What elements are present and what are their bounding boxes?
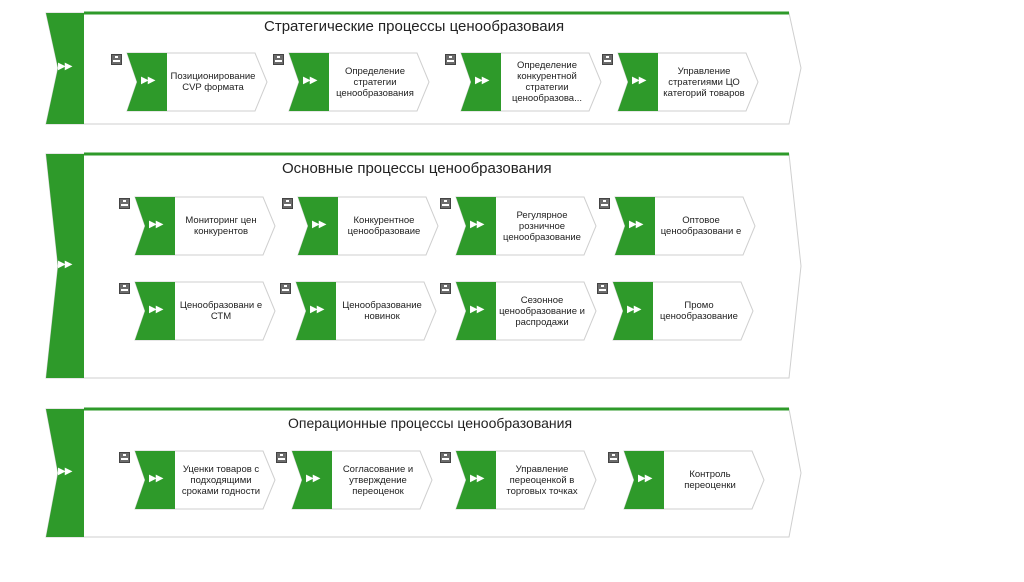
process-label: Оптовое ценообразовани е	[660, 215, 742, 237]
hierarchy-icon[interactable]	[602, 54, 613, 65]
hierarchy-icon[interactable]	[445, 54, 456, 65]
hierarchy-icon[interactable]	[440, 283, 451, 294]
process-repricing-control[interactable]: ▶▶ Контроль переоценки	[623, 450, 765, 510]
process-label: Мониторинг цен конкурентов	[185, 215, 257, 237]
process-label: Управление стратегиями ЦО категорий това…	[663, 65, 745, 99]
process-seasonal-pricing[interactable]: ▶▶ Сезонное ценообразование и распродажи	[455, 281, 597, 341]
process-promo-pricing[interactable]: ▶▶ Промо ценообразование	[612, 281, 754, 341]
process-new-items-pricing[interactable]: ▶▶ Ценообразование новинок	[295, 281, 437, 341]
process-label: Конкурентное ценообразоваие	[347, 215, 421, 237]
double-chevron-icon: ▶▶	[312, 219, 326, 230]
hierarchy-icon[interactable]	[119, 283, 130, 294]
double-chevron-icon: ▶▶	[638, 473, 652, 484]
process-label: Промо ценообразование	[660, 300, 738, 322]
group-title: Операционные процессы ценообразования	[288, 415, 573, 431]
process-label: Регулярное розничное ценообразование	[503, 209, 581, 243]
process-pricing-strategy[interactable]: ▶▶ Определение стратегии ценообразования	[288, 52, 430, 112]
process-label: Позиционирование CVP формата	[170, 71, 256, 93]
double-chevron-icon: ▶▶	[149, 473, 163, 484]
double-chevron-icon: ▶▶	[475, 75, 489, 86]
process-wholesale-pricing[interactable]: ▶▶ Оптовое ценообразовани е	[614, 196, 756, 256]
hierarchy-icon[interactable]	[276, 452, 287, 463]
double-chevron-icon: ▶▶	[632, 75, 646, 86]
process-label: Ценообразовани е СТМ	[179, 300, 263, 322]
hierarchy-icon[interactable]	[111, 54, 122, 65]
double-chevron-icon: ▶▶	[470, 473, 484, 484]
hierarchy-icon[interactable]	[119, 452, 130, 463]
process-label: Контроль переоценки	[684, 469, 736, 491]
hierarchy-icon[interactable]	[599, 198, 610, 209]
double-chevron-icon: ▶▶	[149, 304, 163, 315]
double-chevron-icon: ▶▶	[629, 219, 643, 230]
process-label: Управление переоценкой в торговых точках	[506, 463, 578, 497]
double-chevron-icon: ▶▶	[306, 473, 320, 484]
group-frame	[45, 152, 802, 379]
double-chevron-icon: ▶▶	[141, 75, 155, 86]
process-label: Сезонное ценообразование и распродажи	[499, 294, 585, 328]
double-chevron-icon: ▶▶	[149, 219, 163, 230]
group-main[interactable]: ▶▶ Основные процессы ценообразования ▶▶ …	[44, 152, 804, 380]
process-private-label-pricing[interactable]: ▶▶ Ценообразовани е СТМ	[134, 281, 276, 341]
hierarchy-icon[interactable]	[440, 198, 451, 209]
double-chevron-icon: ▶▶	[470, 219, 484, 230]
group-operational[interactable]: ▶▶ Операционные процессы ценообразования…	[44, 407, 804, 539]
group-title: Стратегические процессы ценообразоваия	[264, 18, 565, 35]
double-chevron-icon: ▶▶	[58, 61, 72, 72]
process-competitive-pricing[interactable]: ▶▶ Конкурентное ценообразоваие	[297, 196, 439, 256]
process-regular-retail-pricing[interactable]: ▶▶ Регулярное розничное ценообразование	[455, 196, 597, 256]
double-chevron-icon: ▶▶	[58, 259, 72, 270]
hierarchy-icon[interactable]	[280, 283, 291, 294]
double-chevron-icon: ▶▶	[58, 466, 72, 477]
group-title: Основные процессы ценообразования	[282, 160, 552, 177]
process-label: Согласование и утверждение переоценок	[342, 463, 414, 497]
process-label: Определение конкурентной стратегии ценоо…	[511, 60, 582, 104]
group-strategic[interactable]: ▶▶ Стратегические процессы ценообразоваи…	[44, 11, 804, 126]
double-chevron-icon: ▶▶	[470, 304, 484, 315]
process-competitive-strategy[interactable]: ▶▶ Определение конкурентной стратегии це…	[460, 52, 602, 112]
process-label: Определение стратегии ценообразования	[336, 65, 414, 99]
hierarchy-icon[interactable]	[597, 283, 608, 294]
hierarchy-icon[interactable]	[440, 452, 451, 463]
hierarchy-icon[interactable]	[608, 452, 619, 463]
process-label: Ценообразование новинок	[342, 300, 422, 322]
double-chevron-icon: ▶▶	[310, 304, 324, 315]
process-label: Уценки товаров с подходящими сроками год…	[181, 463, 261, 497]
hierarchy-icon[interactable]	[119, 198, 130, 209]
process-store-repricing[interactable]: ▶▶ Управление переоценкой в торговых точ…	[455, 450, 597, 510]
process-competitor-monitoring[interactable]: ▶▶ Мониторинг цен конкурентов	[134, 196, 276, 256]
hierarchy-icon[interactable]	[273, 54, 284, 65]
process-category-strategy[interactable]: ▶▶ Управление стратегиями ЦО категорий т…	[617, 52, 759, 112]
process-approval-repricing[interactable]: ▶▶ Согласование и утверждение переоценок	[291, 450, 433, 510]
double-chevron-icon: ▶▶	[303, 75, 317, 86]
process-cvp-positioning[interactable]: ▶▶ Позиционирование CVP формата	[126, 52, 268, 112]
hierarchy-icon[interactable]	[282, 198, 293, 209]
process-markdown-expiring[interactable]: ▶▶ Уценки товаров с подходящими сроками …	[134, 450, 276, 510]
double-chevron-icon: ▶▶	[627, 304, 641, 315]
